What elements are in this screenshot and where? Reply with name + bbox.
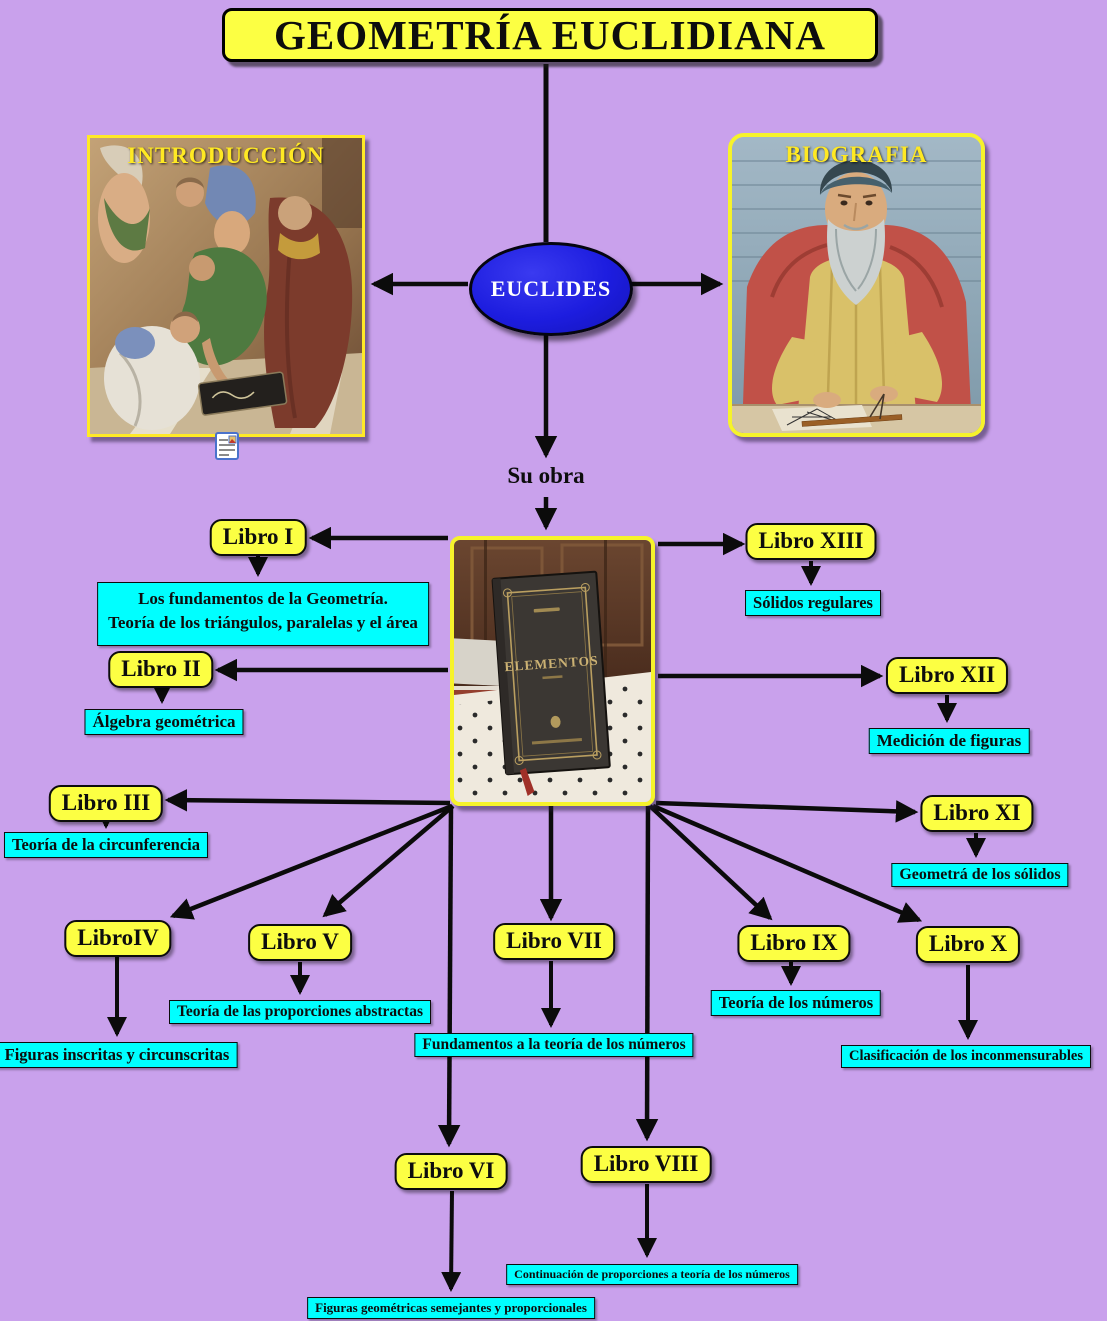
libro-vii-desc: Fundamentos a la teoría de los números	[414, 1033, 694, 1057]
libro-v-node: Libro V	[248, 924, 352, 961]
slate	[197, 371, 288, 416]
resource-document-icon[interactable]	[215, 432, 239, 460]
libro-iii-node: Libro III	[48, 785, 164, 822]
su-obra-label: Su obra	[507, 463, 585, 488]
libro-xii-node: Libro XII	[885, 657, 1009, 694]
euclid-beard	[827, 219, 885, 305]
map-title: GEOMETRÍA EUCLIDIANA	[222, 8, 878, 62]
libro-xi-node: Libro XI	[920, 795, 1034, 832]
euclid-portrait	[732, 137, 981, 433]
libro-i-node: Libro I	[209, 519, 307, 556]
libro-v-desc: Teoría de las proporciones abstractas	[169, 1000, 431, 1024]
introduccion-image[interactable]: INTRODUCCIÓN	[87, 135, 365, 437]
libro-xii-desc: Medición de figuras	[868, 728, 1030, 754]
libro-iii-desc: Teoría de la circunferencia	[3, 832, 209, 858]
arrow-libro-vi-to-desc	[441, 1190, 462, 1292]
school-of-athens-painting	[90, 138, 362, 434]
euclides-node: EUCLIDES	[469, 242, 633, 336]
libro-xi-desc: Geometrá de los sólidos	[891, 863, 1069, 887]
libro-iv-desc: Figuras inscritas y circunscritas	[0, 1042, 238, 1068]
libro-viii-node: Libro VIII	[580, 1146, 712, 1183]
euclid-cap	[819, 160, 893, 195]
arrow-book-to-libro-iii	[164, 788, 451, 812]
libro-xiii-node: Libro XIII	[745, 523, 877, 560]
arrow-book-to-libro-iv	[169, 803, 453, 920]
libro-ix-desc: Teoría de los números	[710, 990, 882, 1016]
libro-vi-node: Libro VI	[394, 1153, 508, 1190]
libro-xiii-desc: Sólidos regulares	[745, 590, 881, 616]
libro-i-desc: Los fundamentos de la Geometría. Teoría …	[97, 582, 429, 646]
biografia-image[interactable]: BIOGRAFIA	[728, 133, 985, 437]
book-cover-title: ELEMENTOS	[504, 653, 599, 675]
arrow-book-to-libro-viii	[635, 805, 659, 1142]
book-cover: ELEMENTOS	[491, 570, 611, 796]
libro-vii-node: Libro VII	[493, 923, 615, 960]
arrow-book-to-libro-vi	[437, 805, 461, 1148]
arrow-book-to-libro-v	[322, 804, 455, 918]
ribbon-bookmark	[519, 768, 535, 796]
elementos-book-photo: ELEMENTOS	[454, 540, 651, 802]
libro-x-desc: Clasificación de los inconmensurables	[840, 1045, 1092, 1068]
libro-ii-node: Libro II	[108, 651, 214, 688]
document-image-icon	[215, 432, 239, 460]
libro-ii-desc: Álgebra geométrica	[84, 709, 244, 735]
libro-x-node: Libro X	[915, 926, 1021, 963]
libro-viii-desc: Continuación de proporciones a teoría de…	[506, 1264, 798, 1285]
arrow-book-to-libro-x	[652, 803, 923, 923]
libro-vi-desc: Figuras geométricas semejantes y proporc…	[307, 1297, 595, 1319]
libro-iv-node: LibroIV	[64, 920, 172, 957]
arrow-book-to-libro-ix	[648, 804, 773, 921]
introduccion-label: INTRODUCCIÓN	[127, 143, 325, 168]
arrow-book-to-libro-xi	[655, 800, 919, 823]
biografia-label: BIOGRAFIA	[785, 142, 928, 167]
elementos-book-image[interactable]: ELEMENTOS	[450, 536, 655, 806]
libro-ix-node: Libro IX	[737, 925, 851, 962]
